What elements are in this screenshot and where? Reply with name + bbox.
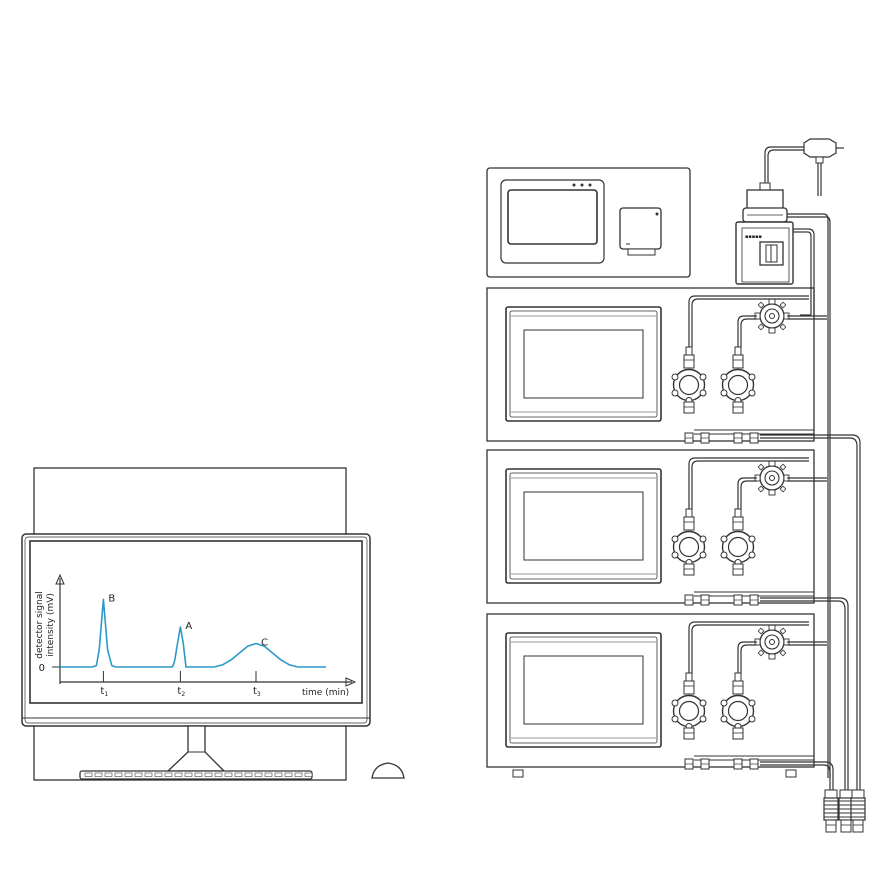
foot-left [512,769,524,778]
x-tick-label-2: t2 [177,686,185,698]
indicator-led-1 [572,183,576,187]
keyboard-key [104,772,113,777]
keyboard-key [94,772,103,777]
keyboard-key [114,772,123,777]
hplc-stack: ▪▪▪▪▪ [486,138,866,833]
y-zero-label: 0 [39,663,45,674]
keyboard-key [224,772,233,777]
y-axis-arrow [55,573,65,585]
detector-logo: ▪▪▪▪▪ [745,234,762,240]
keyboard-key [214,772,223,777]
x-axis-label: time (min) [302,688,349,698]
detector-unit: ▪▪▪▪▪ [735,138,844,778]
monitor-screen [29,540,363,704]
outlet-connector-2 [838,789,854,833]
indicator-led-3 [588,183,592,187]
y-axis-label-line2: intensity (mV) [46,593,56,657]
x-tick-label-1: t1 [100,686,108,698]
keyboard-key [194,772,203,777]
keyboard-key [234,772,243,777]
signal-trace [60,598,326,668]
keyboard-key [264,772,273,777]
keyboard-key [244,772,253,777]
keyboard-key [184,772,193,777]
outlet-connector-1 [823,789,839,833]
keyboard-key [174,772,183,777]
keyboard-key [254,772,263,777]
keyboard-key [124,772,133,777]
flow-cell [803,138,837,158]
mouse [371,762,405,779]
keyboard-key [204,772,213,777]
chromatogram: 0 detector signal intensity (mV) time (m… [35,573,357,698]
controller-unit [486,167,691,278]
outlet-tubing [760,434,866,833]
computer [21,467,405,781]
pump-module-1 [487,288,827,443]
keyboard-key [84,772,93,777]
keyboard-key [134,772,143,777]
keyboard-key [144,772,153,777]
peak-label-b: B [108,593,115,604]
keyboard-key [284,772,293,777]
pump-module-3 [487,614,827,769]
foot-right [785,769,797,778]
keyboard-key [294,772,303,777]
controller-screen [507,189,598,245]
peak-label-a: A [185,621,192,632]
controller-port-box [619,207,662,250]
pump-module-2 [487,450,827,605]
x-tick-label-3: t3 [253,686,261,698]
indicator-led-2 [580,183,584,187]
outlet-connector-3 [850,789,866,833]
keyboard-key [304,772,313,777]
keyboard-key [154,772,163,777]
x-axis-arrow [345,677,357,687]
y-axis-label-line1: detector signal [35,591,45,658]
keyboard-key [274,772,283,777]
peak-label-c: C [261,638,268,649]
keyboard-key [164,772,173,777]
